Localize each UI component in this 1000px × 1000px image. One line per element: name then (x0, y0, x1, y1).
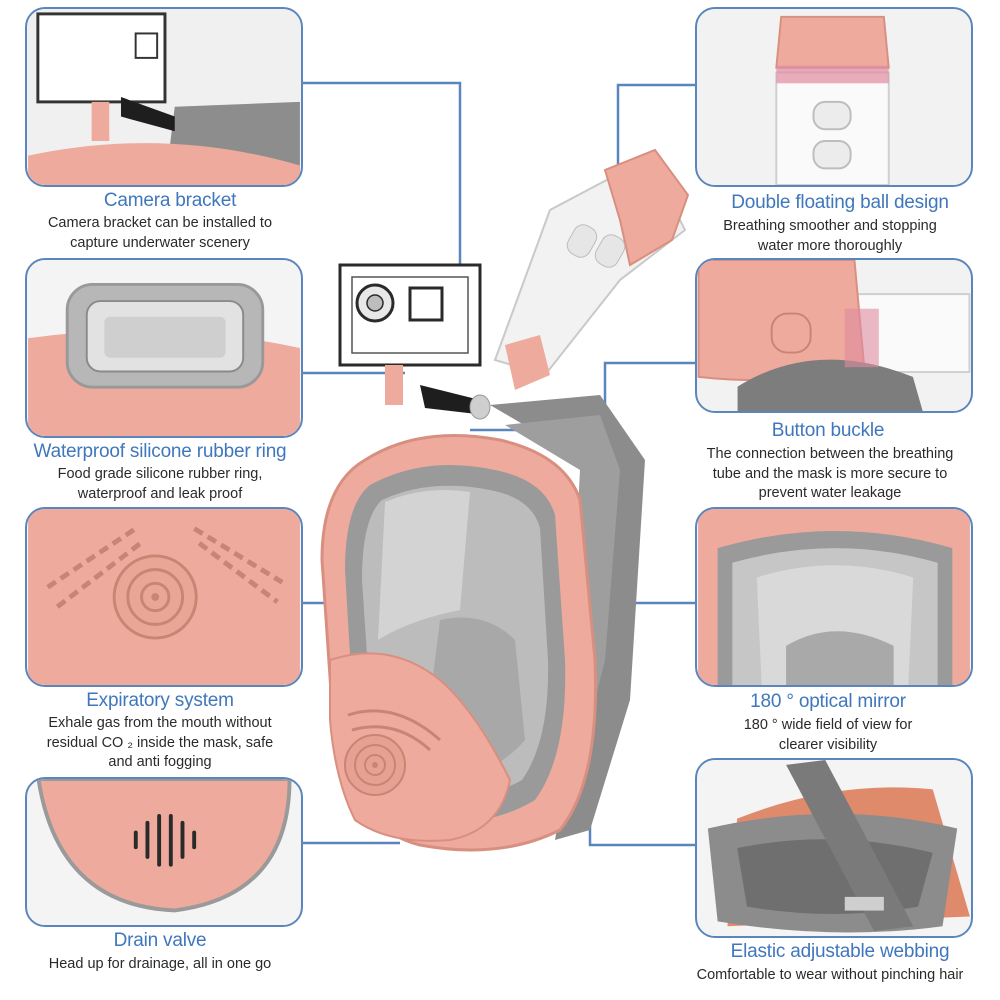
expiratory-system-photo (25, 507, 303, 687)
camera-bracket-photo (25, 7, 303, 187)
snorkel-mask-illustration (320, 148, 690, 852)
drain-valve-photo (25, 777, 303, 927)
button-buckle-title: Button buckle (771, 420, 885, 441)
silicone-ring-description: Food grade silicone rubber ring, waterpr… (57, 466, 263, 502)
drain-valve-description: Head up for drainage, all in one go (48, 956, 272, 972)
expiratory-system-description: Exhale gas from the mouth without residu… (46, 715, 274, 770)
webbing-title: Elastic adjustable webbing (730, 941, 950, 962)
drain-valve-title: Drain valve (113, 930, 207, 951)
snorkel-tube-icon (493, 148, 690, 390)
optical-mirror-title: 180 ° optical mirror (750, 691, 906, 712)
silicone-ring-photo (25, 258, 303, 438)
expiratory-system-title: Expiratory system (86, 690, 234, 711)
button-buckle-description: The connection between the breathing tub… (706, 446, 954, 501)
optical-mirror-description: 180 ° wide field of view for clearer vis… (743, 717, 913, 753)
floating-ball-description: Breathing smoother and stopping water mo… (723, 218, 937, 254)
camera-mount-icon (338, 263, 491, 420)
silicone-ring-title: Waterproof silicone rubber ring (33, 441, 287, 462)
webbing-description: Comfortable to wear without pinching hai… (696, 967, 964, 983)
button-buckle-photo (695, 258, 973, 413)
webbing-photo (695, 758, 973, 938)
optical-mirror-photo (695, 507, 973, 687)
camera-bracket-title: Camera bracket (103, 190, 237, 211)
camera-bracket-description: Camera bracket can be installed to captu… (47, 215, 273, 251)
floating-ball-photo (695, 7, 973, 187)
floating-ball-title: Double floating ball design (731, 192, 949, 213)
exhale-valve-icon (329, 652, 512, 842)
